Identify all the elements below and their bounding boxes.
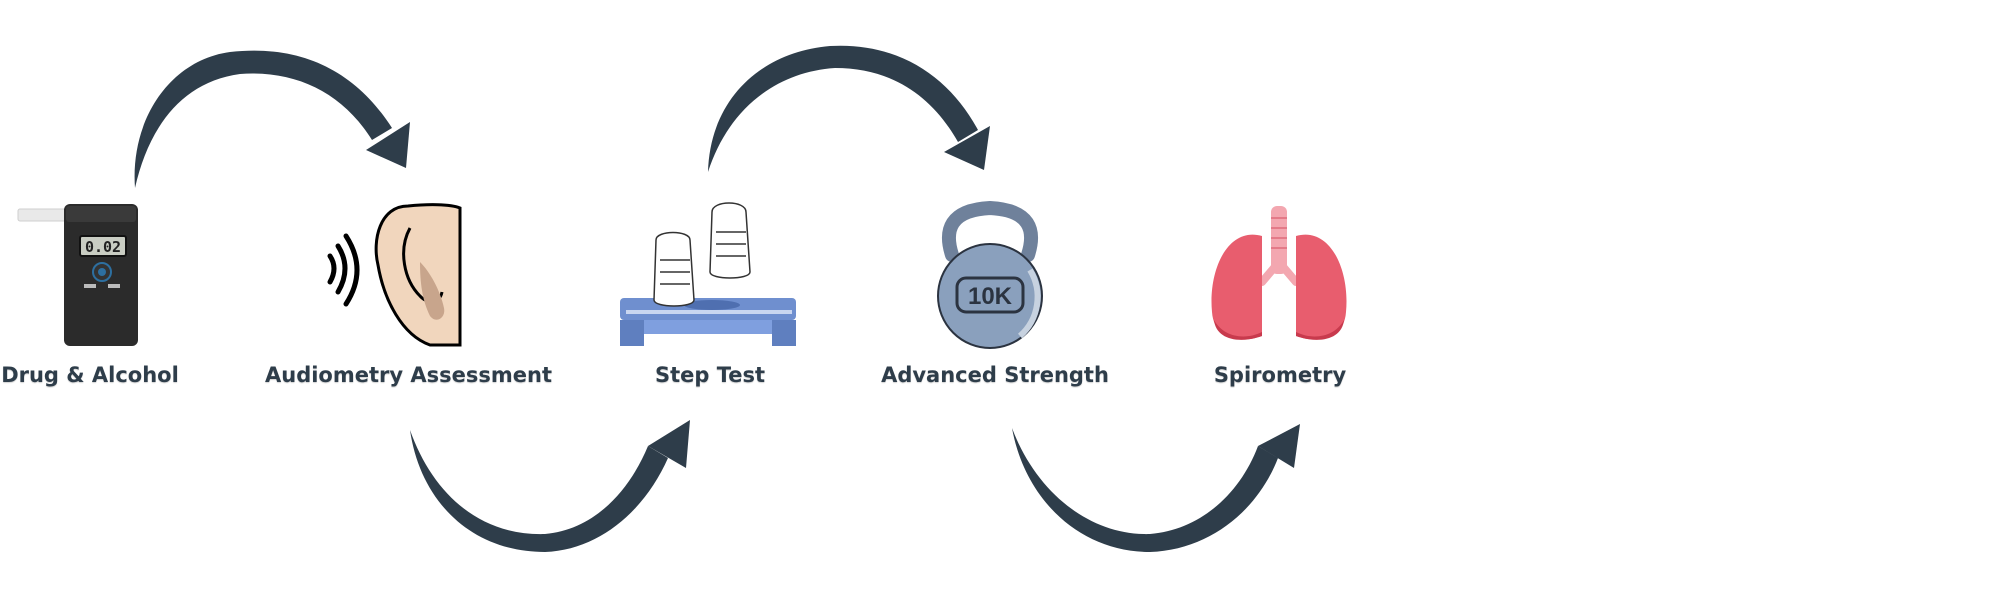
breathalyzer-icon: 0.02 (17, 204, 138, 346)
arrow-under-2 (1012, 428, 1278, 552)
arrow-head-over-2 (944, 126, 990, 170)
step-label-drug-alcohol: Drug & Alcohol (1, 363, 179, 387)
kettlebell-weight: 10K (968, 283, 1013, 310)
step-label-step-test: Step Test (654, 363, 766, 387)
arrow-under-1 (410, 430, 668, 552)
arrow-head-under-2 (1258, 424, 1300, 468)
arrow-head-under-1 (648, 420, 690, 468)
step-platform-icon (620, 202, 796, 346)
ear-sound-icon (327, 203, 462, 347)
lungs-icon (1211, 206, 1347, 340)
step-label-spirometry: Spirometry (1213, 363, 1347, 387)
breathalyzer-display: 0.02 (85, 238, 121, 256)
arrow-over-2 (708, 45, 978, 172)
step-label-advanced-strength: Advanced Strength (881, 363, 1109, 387)
arrow-head-over-1 (366, 122, 410, 168)
kettlebell-icon: 10K (937, 200, 1043, 349)
step-label-audiometry-assessment: Audiometry Assessment (265, 363, 552, 387)
arrow-over-1 (134, 50, 392, 188)
arrows (134, 45, 1300, 552)
